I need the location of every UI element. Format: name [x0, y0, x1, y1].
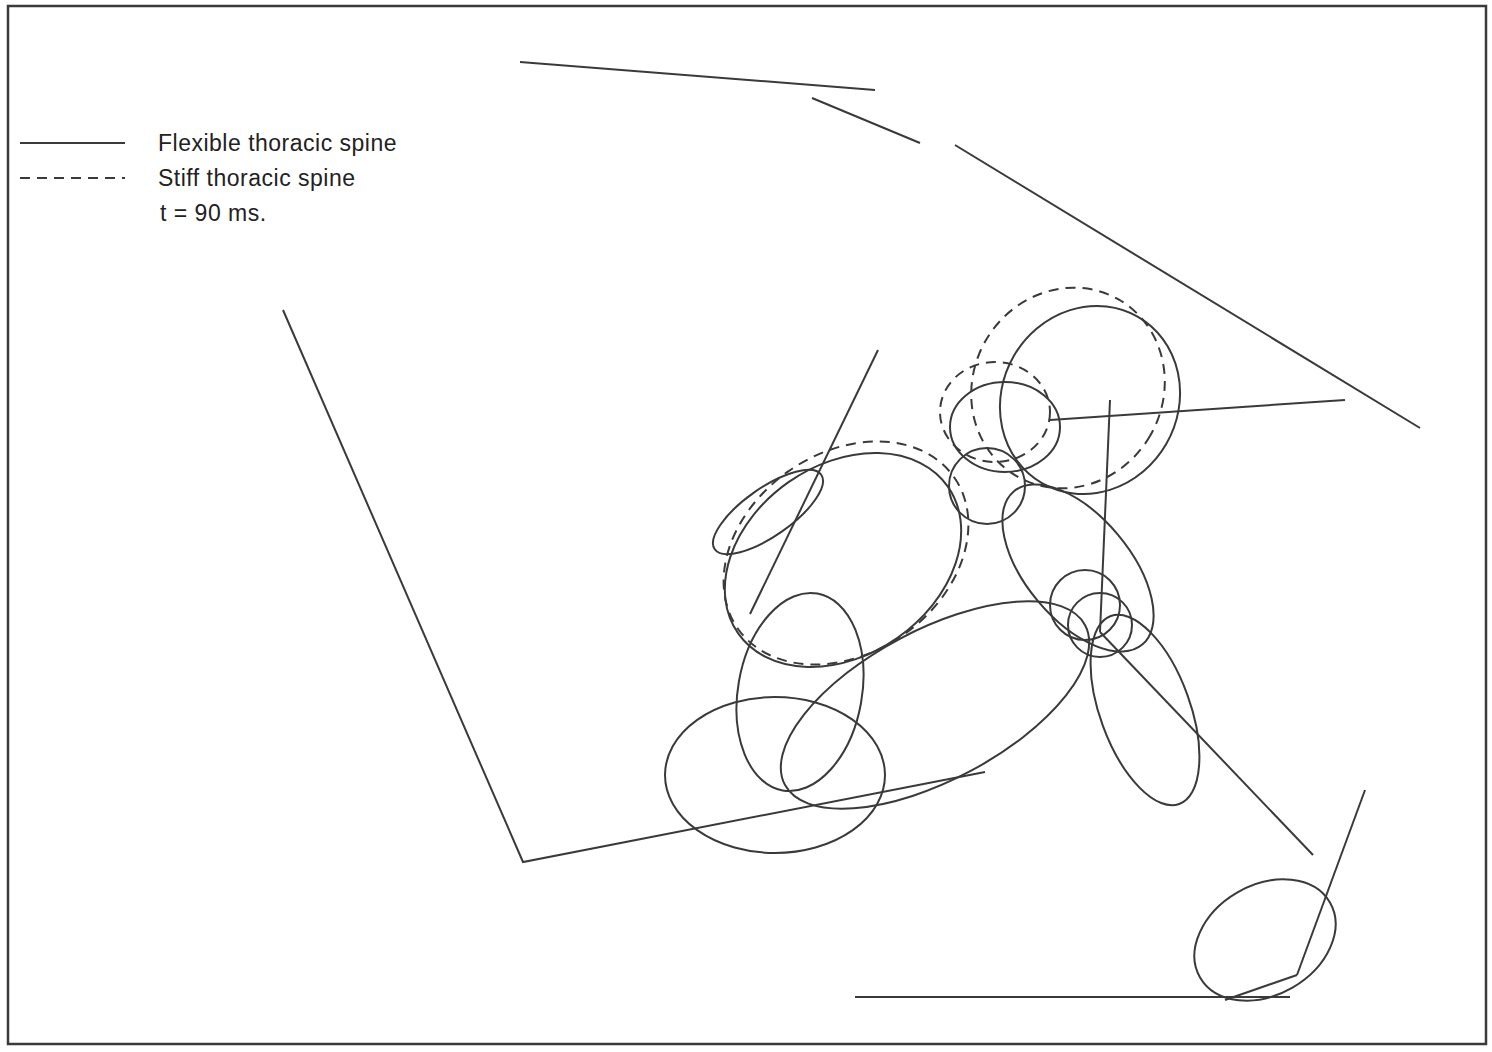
- knee-ellipse: [1050, 570, 1120, 640]
- head-ellipse-stiff: [940, 362, 1050, 462]
- head-ellipse: [950, 382, 1060, 472]
- floor-line: [1225, 975, 1297, 1000]
- roof-line: [520, 62, 875, 90]
- neck-ellipse: [949, 448, 1025, 524]
- frame: [8, 6, 1486, 1044]
- time-label: t = 90 ms.: [160, 202, 267, 225]
- upper-arm-ellipse: [701, 455, 835, 569]
- torso-ellipse-stiff: [681, 395, 1012, 710]
- pelvis-ellipse: [665, 697, 885, 853]
- lower-leg-ellipse: [1069, 601, 1222, 820]
- legend-text: Stiff thoracic spine: [158, 167, 356, 190]
- legend-text: Flexible thoracic spine: [158, 132, 397, 155]
- segment-line: [1050, 400, 1345, 420]
- foot-ellipse: [1173, 855, 1358, 1025]
- segment-line: [1100, 632, 1313, 855]
- legend-sample-solid: [20, 142, 125, 144]
- head-ellipse: [966, 273, 1214, 527]
- seat-outline: [283, 310, 985, 862]
- pelvis-ellipse: [722, 583, 879, 801]
- roof-line: [812, 98, 920, 143]
- legend-sample-dashed: [20, 177, 125, 179]
- torso-ellipse: [684, 409, 1003, 711]
- head-ellipse-stiff: [935, 252, 1202, 524]
- thigh-ellipse: [750, 559, 1121, 851]
- arm-ellipse: [974, 458, 1182, 678]
